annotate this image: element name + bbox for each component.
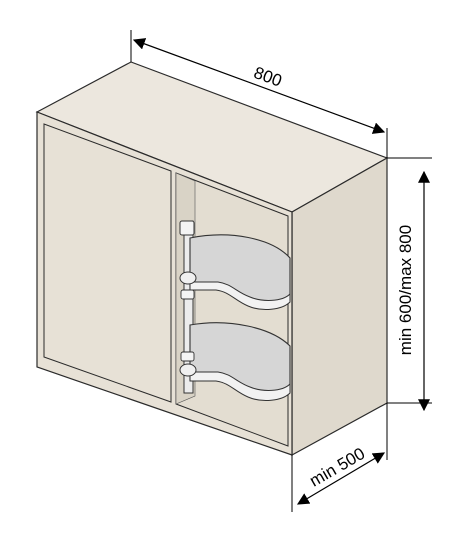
lower-shelf-hub bbox=[179, 363, 197, 377]
upper-shelf bbox=[179, 234, 291, 310]
upper-shelf-rim bbox=[189, 281, 291, 310]
cabinet-door bbox=[43, 123, 172, 403]
height-dimension: min 600/max 800 bbox=[387, 157, 432, 412]
shelf-pole-clamp-mid bbox=[180, 289, 195, 300]
depth-dimension-line bbox=[296, 452, 386, 505]
lower-shelf bbox=[179, 322, 291, 401]
shelf-pole-clamp-low bbox=[180, 351, 195, 362]
lower-shelf-rim bbox=[189, 371, 291, 401]
shelf-pole-top-clamp bbox=[179, 220, 195, 236]
corner-shelf-mechanism bbox=[179, 220, 291, 401]
width-dimension-line bbox=[132, 38, 386, 134]
height-label: min 600/max 800 bbox=[396, 225, 415, 355]
upper-shelf-hub bbox=[179, 271, 197, 285]
width-label: 800 bbox=[251, 63, 284, 91]
